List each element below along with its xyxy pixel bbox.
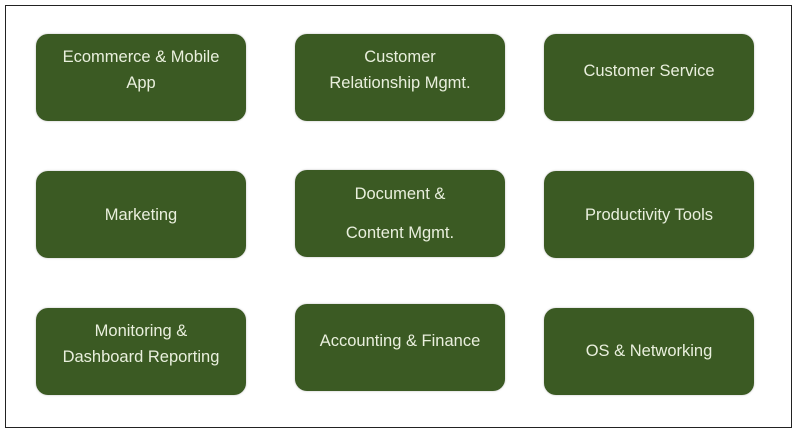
category-label-line: Content Mgmt. [345,223,455,242]
category-label-line: Customer Service [583,61,715,80]
category-customer-relationship-mgmt[interactable]: Customer Relationship Mgmt. [295,34,505,121]
category-label-line: Accounting & Finance [319,331,481,350]
category-productivity-tools[interactable]: Productivity Tools [544,171,754,258]
category-os-networking[interactable]: OS & Networking [544,308,754,395]
category-label-line: App [126,73,156,92]
category-label-line: Ecommerce & Mobile [62,47,220,66]
category-customer-service[interactable]: Customer Service [544,34,754,121]
category-label-line: OS & Networking [585,341,713,360]
category-label-line: Customer [364,47,436,66]
category-label-line: Dashboard Reporting [62,347,220,366]
category-monitoring-dashboard-reporting[interactable]: Monitoring & Dashboard Reporting [36,308,246,395]
category-label-line: Document & [354,184,446,203]
category-label-line: Productivity Tools [584,205,714,224]
category-label-line: Relationship Mgmt. [329,73,471,92]
category-marketing[interactable]: Marketing [36,171,246,258]
category-label-line: Monitoring & [94,321,188,340]
category-label-line: Marketing [104,205,178,224]
category-ecommerce-mobile-app[interactable]: Ecommerce & Mobile App [36,34,246,121]
category-accounting-finance[interactable]: Accounting & Finance [295,304,505,391]
category-document-content-mgmt[interactable]: Document & Content Mgmt. [295,170,505,257]
